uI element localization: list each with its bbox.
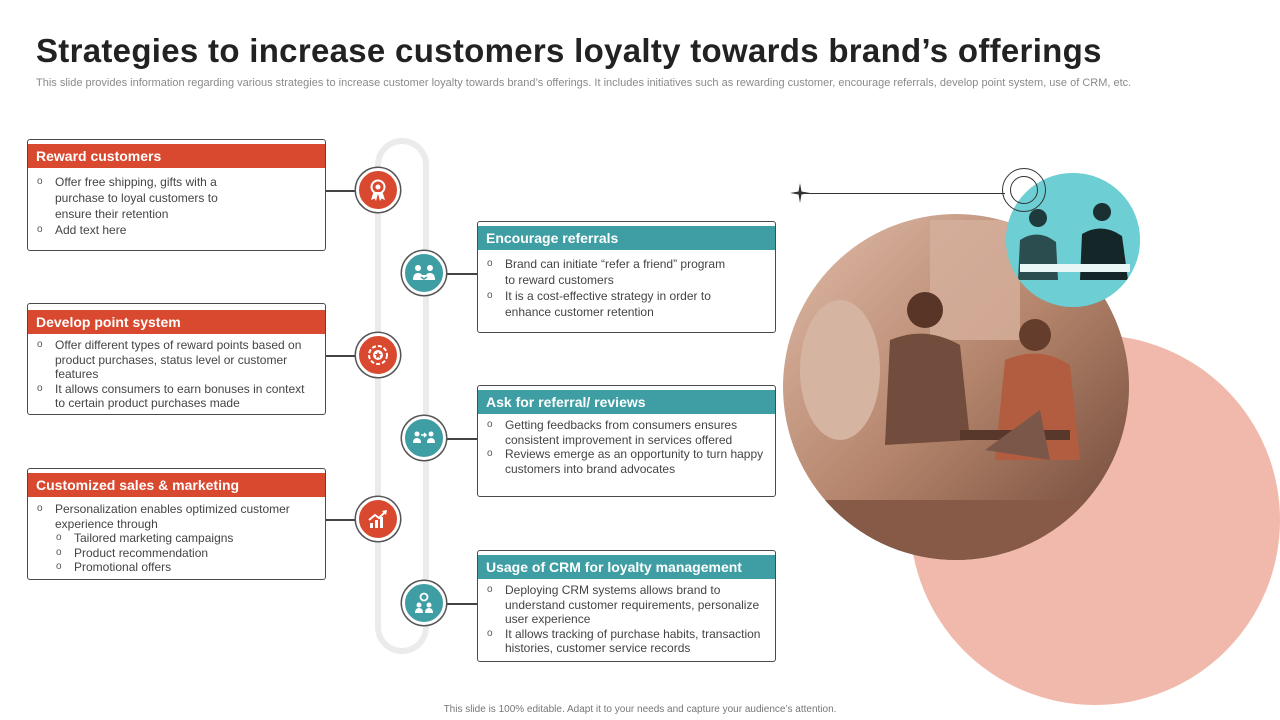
hero-illustration — [783, 173, 1280, 705]
card-ask-referral-reviews: Ask for referral/ reviews Getting feedba… — [477, 385, 776, 497]
card-title: Usage of CRM for loyalty management — [478, 555, 775, 579]
bullet: Brand can initiate “refer a friend” prog… — [486, 256, 767, 288]
reward-points-icon — [356, 333, 400, 377]
connector — [446, 273, 477, 275]
sub-bullet: Promotional offers — [36, 560, 317, 575]
connector — [326, 355, 356, 357]
connector — [446, 603, 477, 605]
sub-bullet: Product recommendation — [36, 546, 317, 561]
decorative-ring — [1002, 168, 1046, 212]
bullet: Getting feedbacks from consumers ensures… — [486, 418, 767, 447]
card-title: Develop point system — [28, 310, 325, 334]
card-title: Customized sales & marketing — [28, 473, 325, 497]
card-title: Encourage referrals — [478, 226, 775, 250]
bullet: Deploying CRM systems allows brand to un… — [486, 583, 767, 627]
card-reward-customers: Reward customers Offer free shipping, gi… — [27, 139, 326, 251]
bullet: Reviews emerge as an opportunity to turn… — [486, 447, 767, 476]
sparkle-icon — [790, 183, 810, 203]
decorative-line — [805, 193, 1005, 194]
bullet: It allows tracking of purchase habits, t… — [486, 627, 767, 656]
bullet: Offer free shipping, gifts with apurchas… — [36, 174, 317, 222]
card-crm-loyalty-management: Usage of CRM for loyalty management Depl… — [477, 550, 776, 662]
card-title: Ask for referral/ reviews — [478, 390, 775, 414]
crm-network-icon — [402, 581, 446, 625]
growth-chart-icon — [356, 497, 400, 541]
referral-exchange-icon — [402, 416, 446, 460]
card-title: Reward customers — [28, 144, 325, 168]
bullet: It is a cost-effective strategy in order… — [486, 288, 767, 320]
card-customized-sales-marketing: Customized sales & marketing Personaliza… — [27, 468, 326, 580]
page-title: Strategies to increase customers loyalty… — [36, 32, 1102, 69]
bullet: It allows consumers to earn bonuses in c… — [36, 382, 317, 411]
page-subtitle: This slide provides information regardin… — [36, 77, 1132, 89]
sub-bullet: Tailored marketing campaigns — [36, 531, 317, 546]
card-develop-point-system: Develop point system Offer different typ… — [27, 303, 326, 415]
bullet: Add text here — [36, 222, 317, 238]
decorative-ring-inner — [1010, 176, 1038, 204]
connector — [326, 190, 356, 192]
card-encourage-referrals: Encourage referrals Brand can initiate “… — [477, 221, 776, 333]
handshake-people-icon — [402, 251, 446, 295]
footer-note: This slide is 100% editable. Adapt it to… — [443, 704, 837, 715]
connector — [446, 438, 477, 440]
timeline-track — [375, 138, 429, 654]
award-ribbon-icon — [356, 168, 400, 212]
bullet: Personalization enables optimized custom… — [36, 502, 317, 531]
connector — [326, 519, 356, 521]
bullet: Offer different types of reward points b… — [36, 338, 317, 382]
